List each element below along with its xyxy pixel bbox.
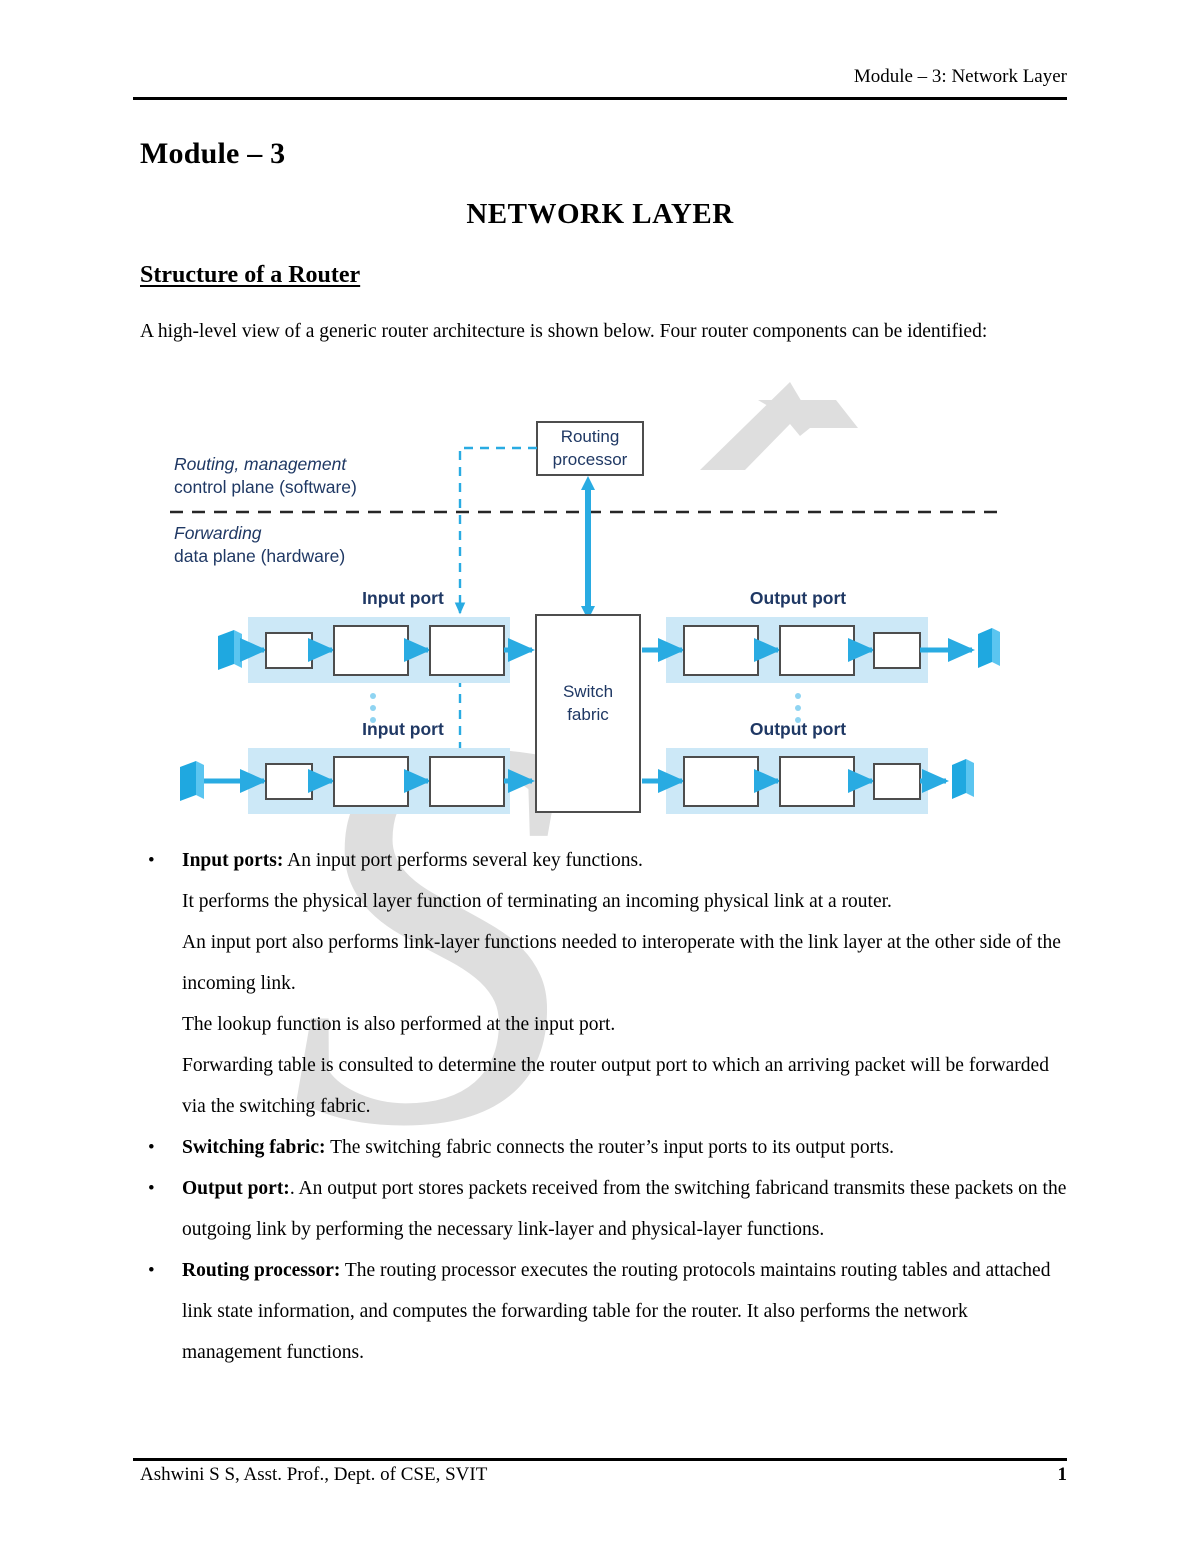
bullet-marker-icon: • [148, 1137, 155, 1158]
header-rule [133, 97, 1067, 100]
data-plane-label-line1: Forwarding [174, 523, 262, 543]
input-ellipsis [370, 693, 376, 723]
output-box-2-top [779, 625, 855, 676]
routing-processor-box [536, 421, 644, 476]
router-architecture-figure: Routing processor Routing, management co… [160, 408, 1030, 828]
switch-fabric-box [535, 614, 641, 813]
page-title: NETWORK LAYER [466, 198, 734, 230]
section-heading: Structure of a Router [140, 262, 361, 288]
input-connector-top [218, 630, 234, 670]
footer-rule [133, 1458, 1067, 1461]
input-box-2-top [333, 625, 409, 676]
output-box-3-bottom [873, 763, 921, 800]
bullet-subline: The lookup function is also performed at… [182, 1014, 616, 1035]
routing-processor-label-line2: processor [553, 450, 628, 469]
bullet-text: The routing processor executes the routi… [182, 1260, 1051, 1363]
bullet-lead: Routing processor: [182, 1260, 341, 1281]
input-box-1-top [265, 632, 313, 669]
control-plane-label-line2: control plane (software) [174, 477, 357, 497]
module-title: Module – 3 [140, 137, 286, 170]
input-box-1-bottom [265, 763, 313, 800]
output-port-label-top: Output port [750, 588, 846, 608]
output-box-3-top [873, 632, 921, 669]
bullet-marker-icon: • [148, 850, 155, 871]
switch-fabric-label-line1: Switch [563, 682, 613, 701]
output-box-1-top [683, 625, 759, 676]
component-bullet-list: • Input ports: An input port performs se… [140, 840, 1070, 1373]
bullet-subline: It performs the physical layer function … [182, 891, 892, 912]
input-port-label-top: Input port [362, 588, 444, 608]
intro-paragraph: A high-level view of a generic router ar… [140, 321, 988, 342]
output-connector-bottom [952, 759, 966, 799]
bullet-marker-icon: • [148, 1260, 155, 1281]
routing-processor-label-line1: Routing [561, 427, 620, 446]
running-header: Module – 3: Network Layer [853, 66, 1067, 87]
input-connector-bottom [180, 761, 196, 801]
bullet-text: . An output port stores packets received… [182, 1178, 1067, 1240]
control-link-top [454, 446, 537, 615]
footer-author: Ashwini S S, Asst. Prof., Dept. of CSE, … [140, 1464, 488, 1485]
bullet-item: • Output port:. An output port stores pa… [140, 1168, 1070, 1250]
output-port-label-bottom: Output port [750, 719, 846, 739]
bullet-lead: Output port: [182, 1178, 290, 1199]
output-box-2-bottom [779, 756, 855, 807]
input-box-3-top [429, 625, 505, 676]
output-ellipsis [795, 693, 801, 723]
footer-page-number: 1 [1057, 1464, 1068, 1485]
data-plane-label-line2: data plane (hardware) [174, 546, 345, 566]
bullet-item: • Switching fabric: The switching fabric… [140, 1127, 1070, 1168]
bullet-item: • Routing processor: The routing process… [140, 1250, 1070, 1373]
bullet-text: The switching fabric connects the router… [325, 1137, 895, 1158]
bullet-text: An input port performs several key funct… [283, 850, 643, 871]
switch-fabric-label-line2: fabric [567, 705, 609, 724]
bullet-lead: Input ports: [182, 850, 284, 871]
bullet-subline: An input port also performs link-layer f… [182, 932, 1061, 994]
input-port-label-bottom: Input port [362, 719, 444, 739]
bullet-subline: Forwarding table is consulted to determi… [182, 1055, 1049, 1117]
output-connector-top [978, 628, 992, 668]
input-box-2-bottom [333, 756, 409, 807]
page-footer: Ashwini S S, Asst. Prof., Dept. of CSE, … [140, 1464, 1067, 1486]
bullet-marker-icon: • [148, 1178, 155, 1199]
bullet-item: • Input ports: An input port performs se… [140, 840, 1070, 881]
control-plane-label-line1: Routing, management [174, 454, 347, 474]
output-box-1-bottom [683, 756, 759, 807]
bullet-lead: Switching fabric: [182, 1137, 326, 1158]
input-box-3-bottom [429, 756, 505, 807]
